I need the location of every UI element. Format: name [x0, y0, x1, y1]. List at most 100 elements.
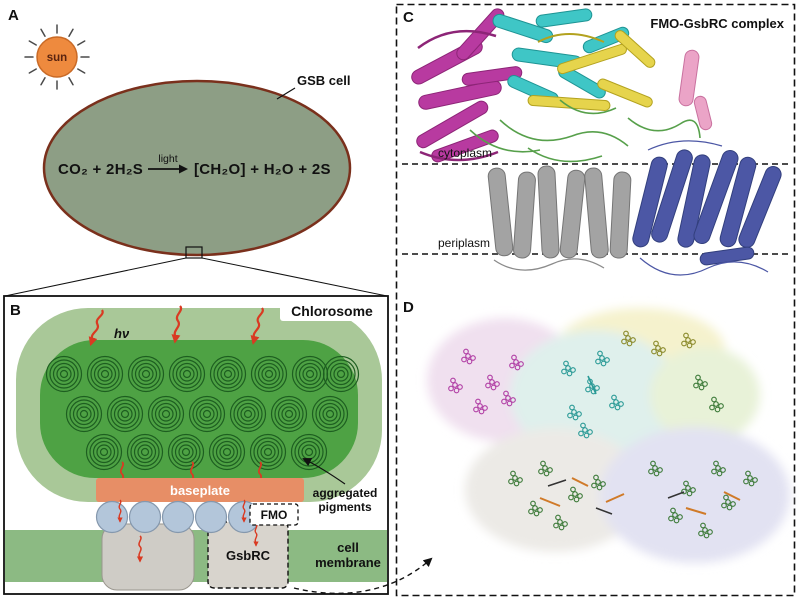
carotenoid-sticks: [539, 477, 741, 515]
b-to-d-arrow: [293, 557, 433, 594]
aggregated-pigments-label-2: pigments: [318, 500, 372, 514]
cytoplasm-label: cytoplasm: [438, 146, 492, 160]
helix-cylinder: [738, 166, 782, 248]
fmo-trimer-circle: [161, 500, 195, 534]
sun-label: sun: [47, 52, 67, 64]
fmo-trimer-circle: [128, 500, 162, 534]
cell-membrane-label-1: cell: [337, 540, 359, 555]
fmo-trimer-circle: [95, 500, 129, 534]
panel-c: cytoplasm periplasm FMO-GsbRC complex C: [402, 8, 790, 276]
zoom-region-rect: [185, 246, 203, 259]
ribbon-loop: [647, 140, 723, 151]
surface-blob-cyan: [510, 330, 680, 460]
panel-b-letter: B: [10, 302, 21, 319]
beta-strand: [597, 78, 653, 108]
pigment-stick: [595, 507, 613, 515]
buried-pigments: [448, 330, 758, 539]
photosynthesis-equation: CO₂ + 2H₂S light [CH₂O] + H₂O + 2S: [58, 153, 331, 178]
sun-disc: [36, 36, 78, 78]
subunit-pink: [678, 49, 713, 131]
fmo-subunit-yellow: [527, 30, 656, 112]
helix-cylinder: [492, 13, 554, 44]
helix-cylinder: [678, 49, 700, 107]
gsb-cell-ellipse: [42, 79, 352, 257]
aggregated-pigments-label-1: aggregated: [313, 486, 378, 500]
surface-blobs: [427, 308, 790, 563]
helix-cylinder: [693, 149, 739, 245]
ribbon-loop: [493, 258, 605, 271]
helix-cylinder: [584, 167, 609, 259]
panel-a: A sun GSB cell CO₂ + 2H₂S light [CH₂O] +…: [4, 7, 388, 297]
pigment-cluster-teal: [561, 350, 624, 439]
helix-cylinder: [535, 8, 593, 28]
gsbrc-label: GsbRC: [226, 548, 271, 563]
helix-cylinder: [461, 66, 523, 86]
chlorosome-label-bg: [280, 301, 384, 321]
pigment-stick: [587, 375, 597, 395]
beta-strand: [527, 94, 611, 112]
surface-blob-lavender: [600, 427, 790, 563]
sun-icon: sun: [24, 24, 90, 90]
aggregated-pigments-arrow: [302, 458, 346, 485]
panel-d: D: [403, 299, 790, 563]
cell-membrane-label-2: membrane: [315, 555, 381, 570]
periplasm-label: periplasm: [438, 236, 490, 250]
helix-cylinder: [537, 165, 560, 259]
fmo-subunit-magenta: [411, 8, 523, 163]
loop-strands-green: [469, 99, 701, 163]
helix-cylinder: [416, 100, 489, 149]
ribbon-loop: [639, 257, 769, 276]
helix-cylinder: [719, 156, 757, 248]
sun-rays: [24, 24, 90, 90]
fmo-box: [249, 503, 299, 526]
equation-light-label: light: [158, 153, 177, 165]
panel-d-letter: D: [403, 299, 414, 316]
helix-cylinder: [693, 95, 713, 131]
chlorosome-label: Chlorosome: [291, 303, 373, 319]
baseplate-label: baseplate: [170, 483, 230, 498]
pigment-stick: [605, 493, 625, 503]
zoom-line-right: [201, 257, 388, 297]
helix-cylinder: [632, 156, 668, 248]
helix-cylinder: [487, 167, 514, 257]
panel-b: hν baseplate GsbRC FMO aggregated pigmen…: [3, 295, 389, 595]
pigment-stick: [685, 507, 707, 515]
equation-left: CO₂ + 2H₂S: [58, 161, 143, 178]
pigment-stick: [723, 491, 741, 501]
reaction-center-body: [101, 523, 195, 591]
ribbon-loop: [559, 99, 617, 115]
complex-title: FMO-GsbRC complex: [650, 16, 784, 31]
beta-strand: [614, 30, 656, 68]
helix-cylinder: [431, 129, 499, 163]
helix-cylinder: [651, 149, 693, 243]
fmo-label: FMO: [261, 508, 288, 522]
hv-label: hν: [114, 326, 130, 341]
equation-right: [CH₂O] + H₂O + 2S: [194, 161, 331, 178]
dark-sticks: [547, 479, 685, 515]
ribbon-loop: [627, 117, 701, 139]
helix-cylinder: [418, 80, 502, 110]
helix-cylinder: [609, 171, 632, 259]
surface-blob-gray: [465, 428, 645, 552]
baseplate-bar: [96, 478, 304, 502]
ribbon-loop: [417, 29, 497, 49]
gsb-cell-label: GSB cell: [297, 73, 350, 88]
panel-a-letter: A: [8, 7, 19, 24]
pigment-stick: [667, 491, 685, 499]
pigment-stick: [571, 477, 589, 487]
zoom-line-left: [4, 257, 187, 297]
ribbon-loop: [419, 150, 499, 162]
pigment-stick: [547, 479, 567, 487]
ribbon-loop: [499, 119, 629, 147]
panel-c-letter: C: [403, 9, 414, 26]
pigment-stick: [539, 497, 561, 507]
membrane-helices-blue: [632, 140, 782, 276]
cell-membrane-bar: [5, 530, 387, 582]
helix-cylinder: [559, 169, 586, 259]
ribbon-loop: [469, 129, 541, 153]
fmo-trimers: [95, 500, 261, 534]
fmo-trimer-circle: [194, 500, 228, 534]
helix-cylinder: [456, 8, 505, 61]
surface-blob-green: [650, 347, 760, 443]
